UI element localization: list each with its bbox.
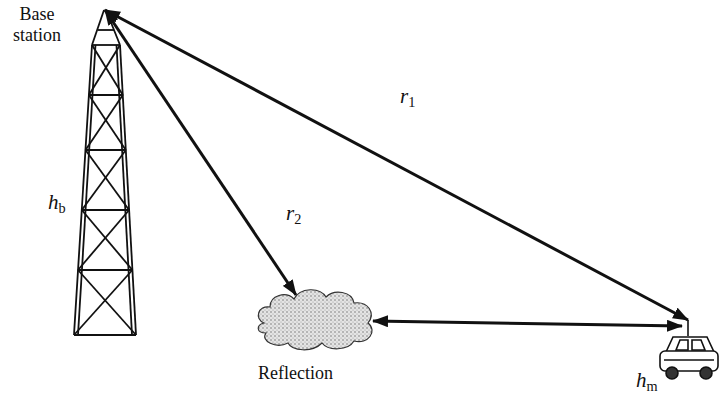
cloud-shape: [258, 290, 372, 350]
height-label: hm: [636, 368, 658, 392]
height-label: hb: [46, 192, 68, 213]
tower-lattice: [74, 10, 136, 335]
path-length-label: r2: [284, 203, 303, 224]
node-label: Base station: [2, 4, 72, 45]
cloud-outline: [250, 283, 380, 355]
signal-path-arrow: [105, 10, 688, 320]
node-label: Reflection: [250, 363, 385, 384]
path-length-label: r1: [398, 86, 417, 107]
signal-path-arrow: [373, 321, 682, 326]
mobile-car: hm: [630, 318, 720, 398]
signal-path-arrow: [105, 10, 296, 295]
base-station: Base station: [2, 2, 110, 45]
reflection-cloud: Reflection: [250, 283, 385, 384]
